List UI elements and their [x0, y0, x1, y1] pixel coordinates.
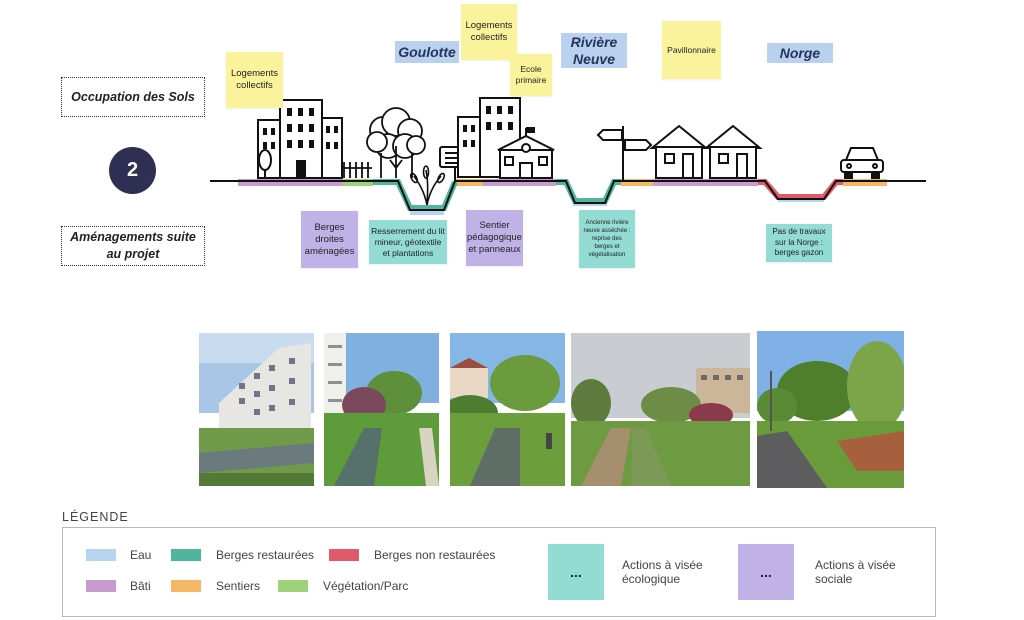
legend-label-vegetation: Végétation/Parc: [323, 579, 409, 593]
action-text: aménagées: [304, 245, 355, 257]
apartment-buildings-icon: [257, 99, 343, 179]
sticky-text: Pavillonnaire: [667, 45, 716, 55]
place-riviere-line1: Rivière: [570, 33, 618, 50]
legend-swatch-vegetation: [278, 580, 308, 592]
action-text: reprise des: [592, 236, 622, 242]
legend-action-eco-swatch: ...: [548, 544, 604, 600]
action-text: et plantations: [382, 247, 434, 258]
place-norge: Norge: [767, 43, 833, 63]
legend-swatch-berges-non-restaurees: [329, 549, 359, 561]
legend-action-soc-swatch: ...: [738, 544, 794, 600]
action-pas-de-travaux: Pas de travaux sur la Norge : berges gaz…: [766, 224, 832, 262]
legend-swatch-sentiers: [171, 580, 201, 592]
legend-label-eau: Eau: [130, 548, 152, 562]
legend-title: LÉGENDE: [62, 510, 129, 524]
legend-action-eco-line2: écologique: [622, 572, 681, 586]
action-text: neuve asséchée :: [583, 228, 631, 234]
legend-action-soc-symbol: ...: [760, 564, 772, 580]
sticky-text: collectifs: [470, 32, 508, 43]
sticky-text: primaire: [515, 75, 547, 85]
houses-icon: [649, 124, 763, 179]
legend-swatch-bati: [86, 580, 116, 592]
sticky-logements-collectifs-2: Logements collectifs: [461, 4, 517, 60]
action-sentier-pedagogique: Sentier pédagogique et panneaux: [466, 210, 523, 266]
legend-action-soc-label: Actions à visée sociale: [815, 558, 896, 586]
action-text: Berges: [314, 221, 345, 233]
action-text: Resserrement du lit: [371, 225, 445, 236]
sticky-text: Ecole: [520, 64, 542, 74]
band-bati-1: [238, 179, 373, 186]
school-icon: [497, 127, 555, 179]
band-sentier-1: [455, 179, 483, 186]
legend-action-soc-line1: Actions à visée: [815, 558, 896, 572]
action-text: Sentier: [479, 220, 510, 231]
legend-label-bati: Bâti: [130, 579, 151, 593]
action-text: Ancienne rivière: [585, 220, 629, 226]
photo-buildings-stream: [199, 333, 314, 486]
legend-box: Eau Berges restaurées Berges non restaur…: [62, 527, 936, 617]
amenagements-line2: au projet: [106, 247, 160, 261]
amenagements-label: Aménagements suite au projet: [61, 226, 205, 266]
photo-dry-river: [571, 333, 750, 486]
band-sentier-3: [843, 179, 887, 186]
action-resserrement: Resserrement du lit mineur, géotextile e…: [369, 220, 447, 264]
action-berges-droites: Berges droites aménagées: [301, 211, 358, 268]
place-goulotte: Goulotte: [395, 41, 459, 63]
step-number-badge: 2: [109, 147, 156, 194]
reeds-icon: [409, 165, 446, 206]
action-text: berges et: [594, 244, 620, 250]
legend-action-eco-line1: Actions à visée: [622, 558, 703, 572]
band-sentier-2: [621, 179, 653, 186]
action-text: et panneaux: [468, 244, 521, 255]
legend-label-sentiers: Sentiers: [216, 579, 261, 593]
band-bati-3: [653, 179, 758, 186]
bank-restored-goulotte: [373, 179, 458, 211]
action-ancienne-riviere: Ancienne rivière neuve asséchée : repris…: [579, 210, 635, 268]
cross-section-diagram: [210, 97, 926, 215]
band-vegetation-1: [343, 179, 373, 186]
action-text: Pas de travaux: [772, 227, 826, 237]
legend-action-soc-line2: sociale: [815, 572, 853, 586]
sticky-ecole-primaire: Ecole primaire: [510, 54, 552, 96]
sticky-text: Logements: [230, 68, 278, 79]
ground-bands: [238, 179, 887, 215]
photo-green-bank: [324, 333, 439, 486]
legend-label-berges-restaurees: Berges restaurées: [216, 548, 315, 562]
action-text: pédagogique: [467, 232, 522, 243]
sticky-pavillonnaire: Pavillonnaire: [662, 21, 721, 79]
park-trees-icon: [342, 107, 426, 178]
car-icon: [840, 147, 884, 179]
action-text: mineur, géotextile: [374, 236, 442, 247]
sticky-text: Logements: [465, 20, 513, 31]
signpost-icon: [596, 126, 653, 180]
place-norge-text: Norge: [779, 44, 821, 61]
place-riviere-line2: Neuve: [572, 50, 616, 67]
action-text: végétalisation: [588, 252, 626, 258]
place-goulotte-text: Goulotte: [398, 43, 456, 60]
photo-stream-park: [450, 333, 565, 486]
action-text: sur la Norge :: [774, 237, 824, 247]
place-riviere-neuve: Rivière Neuve: [561, 33, 627, 68]
sticky-logements-collectifs-1: Logements collectifs: [226, 52, 283, 108]
amenagements-line1: Aménagements suite: [70, 230, 196, 244]
step-number: 2: [126, 159, 139, 181]
photo-norge-bank: [757, 331, 904, 488]
bank-restored-riviere: [556, 179, 621, 204]
sticky-text: collectifs: [236, 80, 273, 91]
action-text: berges gazon: [774, 248, 824, 258]
ground-profile: [210, 180, 926, 211]
legend-action-eco-symbol: ...: [570, 564, 582, 580]
band-bati-2: [483, 179, 556, 186]
action-text: droites: [315, 233, 344, 245]
occupation-text: Occupation des Sols: [71, 89, 195, 104]
occupation-des-sols-label: Occupation des Sols: [61, 77, 205, 117]
legend-label-berges-non-restaurees: Berges non restaurées: [374, 548, 496, 562]
legend-swatch-eau: [86, 549, 116, 561]
legend-swatch-berges-restaurees: [171, 549, 201, 561]
legend-action-eco-label: Actions à visée écologique: [622, 558, 703, 586]
